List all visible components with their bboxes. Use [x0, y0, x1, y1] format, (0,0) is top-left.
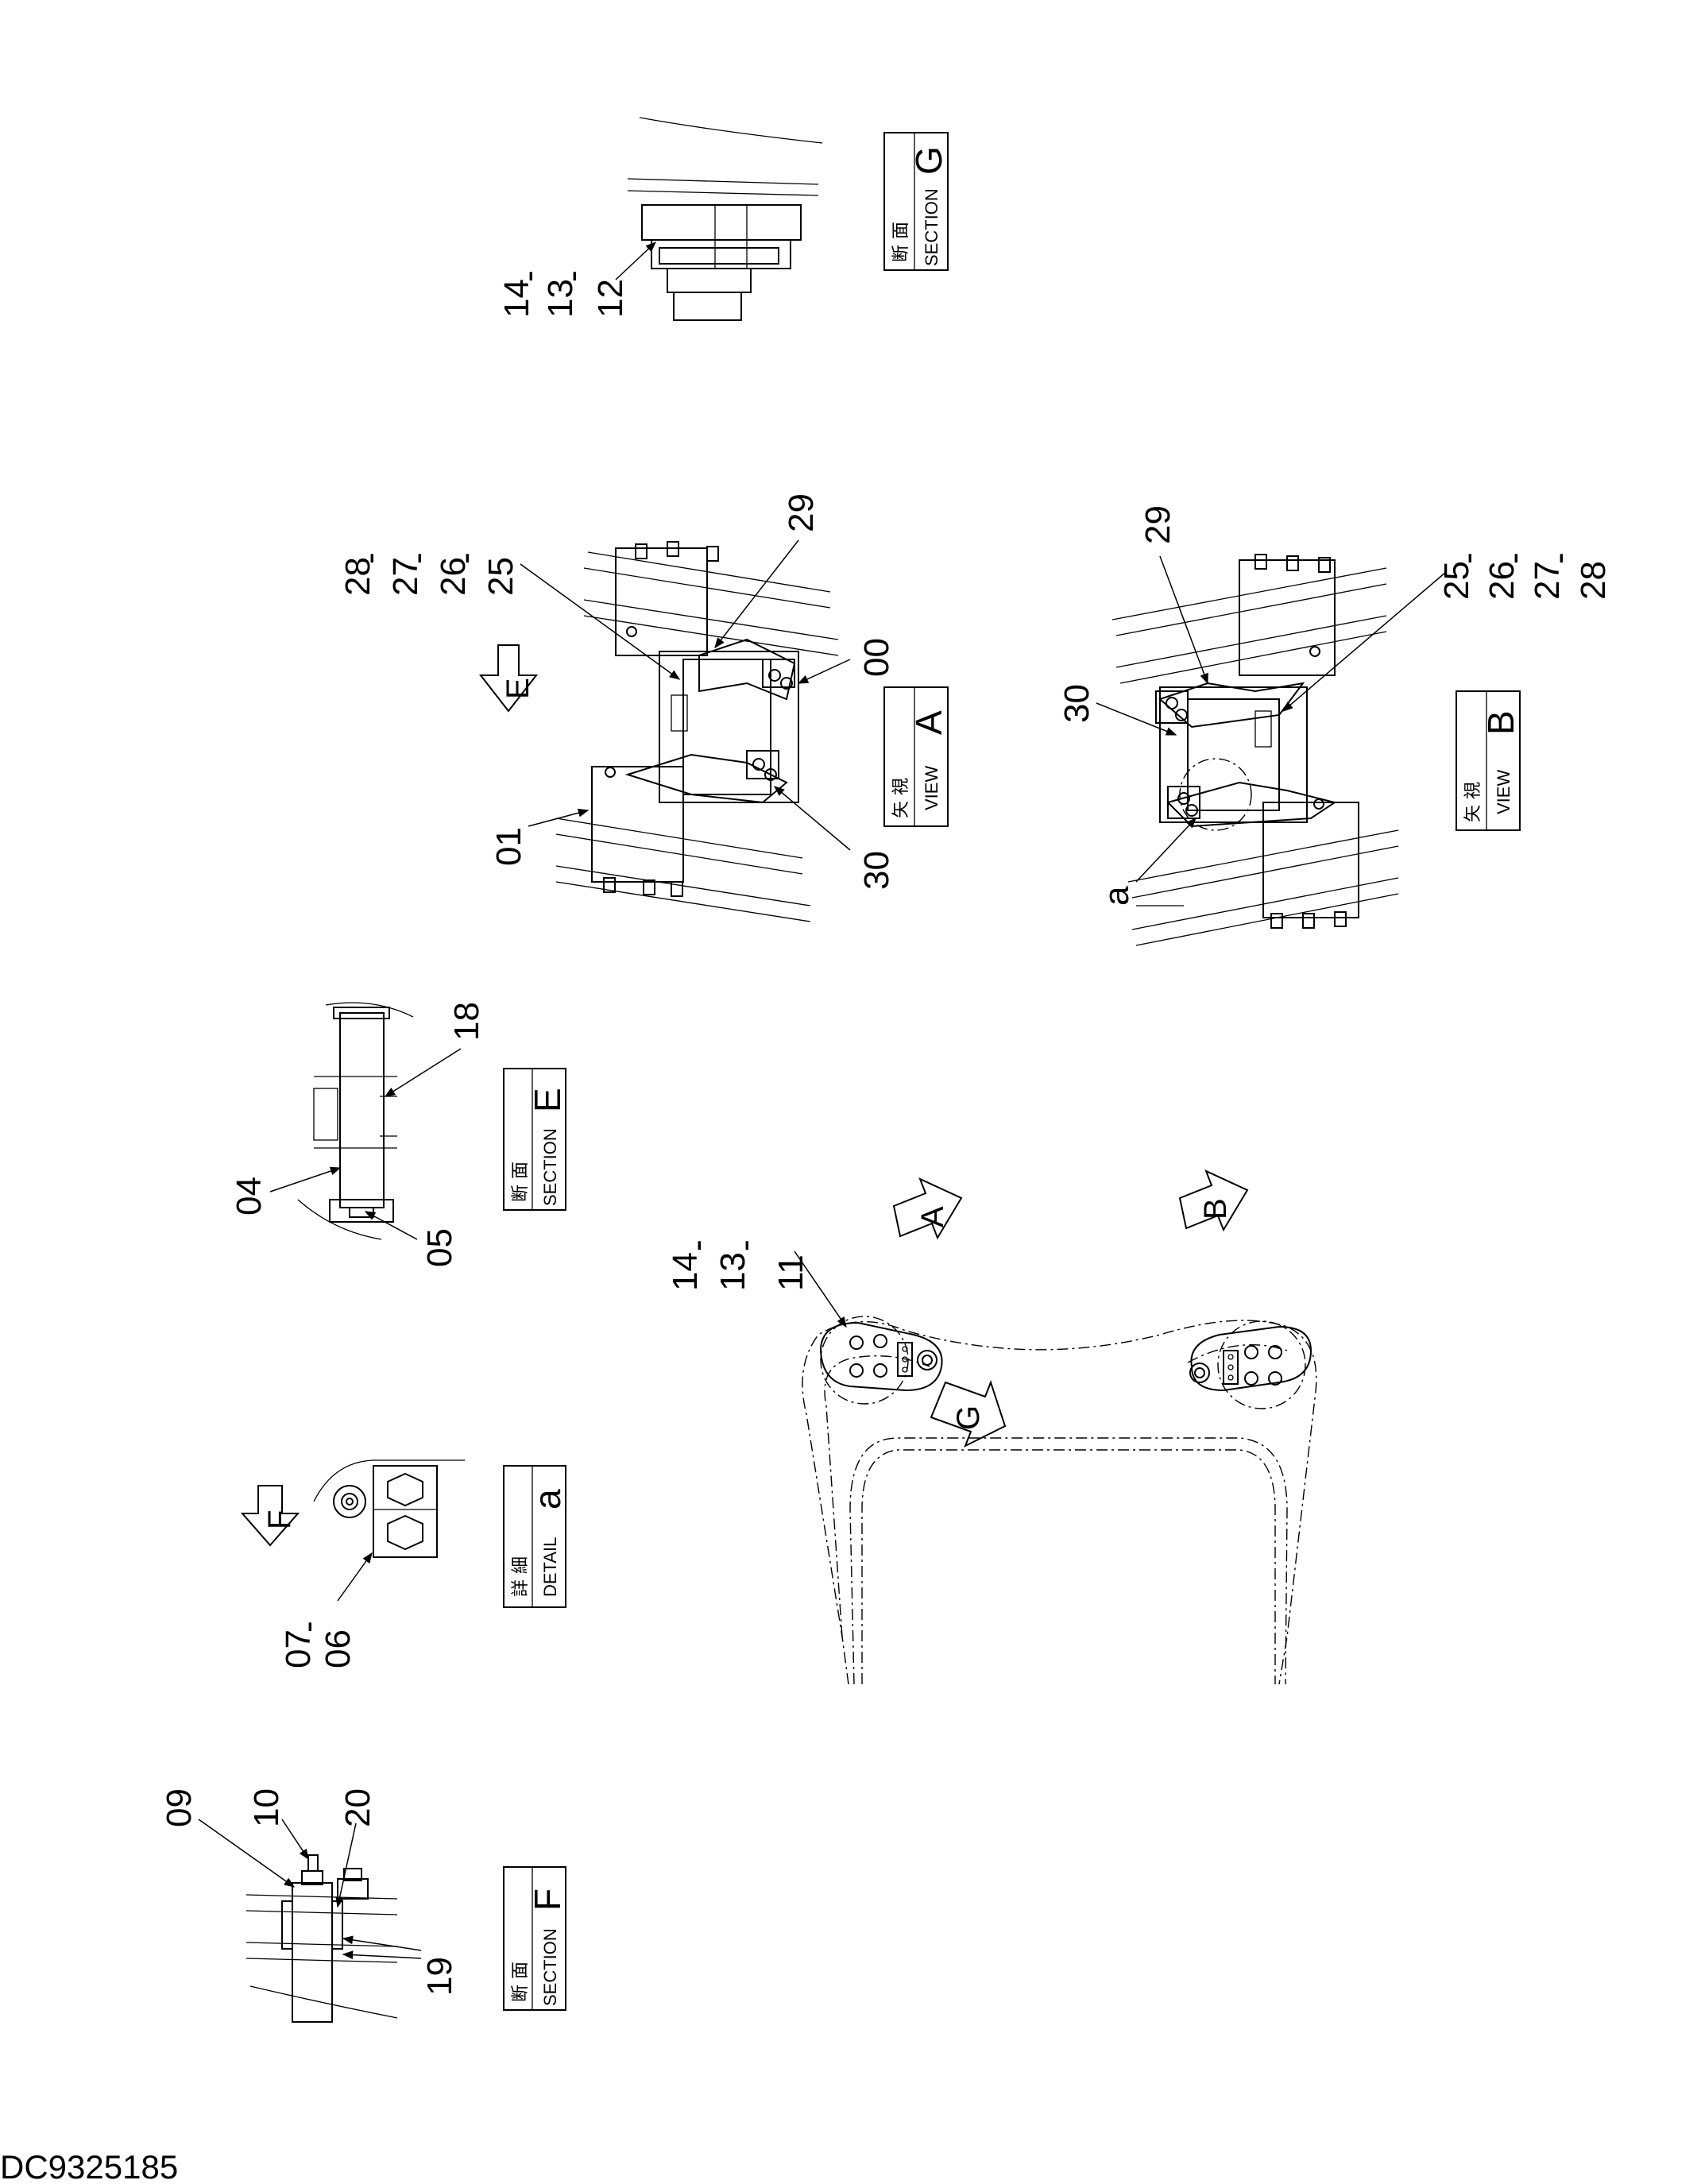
- arrow-e: E: [478, 644, 539, 713]
- part-label: 30: [1057, 684, 1096, 723]
- detail-a-drawing: [313, 1459, 465, 1558]
- part-label: 28: [1574, 561, 1613, 600]
- label-dash: -: [553, 270, 592, 282]
- part-label: 27: [1528, 561, 1567, 600]
- main-frame-drawing: [802, 1316, 1317, 1685]
- label-dash: -: [509, 270, 548, 282]
- view-b-tag: 矢 視 VIEW B: [1456, 690, 1521, 831]
- part-label: 11: [771, 1254, 810, 1291]
- view-arrow-letter: F: [262, 1510, 297, 1529]
- label-dash: -: [446, 552, 485, 564]
- part-label: 25: [1437, 561, 1476, 600]
- tag-en-text: SECTION: [540, 1128, 560, 1206]
- label-dash: -: [1540, 552, 1579, 564]
- view-a-drawing: [555, 541, 839, 922]
- part-label: 26: [1483, 561, 1521, 600]
- part-label: 12: [591, 279, 630, 318]
- arrow-g: G: [930, 1380, 1007, 1448]
- part-label: 30: [857, 851, 896, 890]
- part-label: 18: [447, 1002, 486, 1041]
- view-arrow-letter: B: [1198, 1198, 1233, 1220]
- part-label: 20: [338, 1788, 377, 1827]
- part-label: 04: [230, 1177, 269, 1216]
- view-b-labels: 29 25 - 26 - 27 - 28 30 a: [1057, 505, 1613, 906]
- section-f-labels: 09 10 20 19: [160, 1788, 459, 1996]
- part-label: 00: [857, 638, 896, 677]
- part-label: 01: [489, 827, 528, 866]
- part-label: 27: [386, 557, 425, 596]
- part-label: 13: [541, 279, 580, 318]
- tag-jp-text: 断 面: [891, 222, 911, 262]
- part-label: 14: [666, 1252, 705, 1291]
- section-e-drawing: [297, 1002, 414, 1240]
- tag-letter: F: [527, 1888, 568, 1911]
- part-label: 06: [319, 1629, 358, 1668]
- label-dash: -: [288, 1621, 327, 1633]
- tag-jp-text: 矢 視: [1463, 782, 1483, 822]
- label-dash: -: [1448, 552, 1487, 564]
- section-f-drawing: [245, 1854, 398, 2023]
- tag-jp-text: 断 面: [511, 1162, 531, 1202]
- tag-jp-text: 矢 視: [891, 778, 911, 818]
- part-label: 14: [497, 279, 536, 318]
- part-label: 29: [782, 493, 821, 532]
- label-dash: -: [1494, 552, 1533, 564]
- tag-jp-text: 断 面: [511, 1962, 531, 2002]
- section-e-tag: 断 面 SECTION E: [503, 1068, 568, 1211]
- tag-en-text: VIEW: [922, 766, 941, 810]
- part-label: 29: [1139, 505, 1177, 544]
- section-f-tag: 断 面 SECTION F: [503, 1866, 568, 2011]
- tag-letter: a: [527, 1489, 568, 1509]
- part-label: 26: [434, 557, 473, 596]
- part-label: 05: [420, 1228, 459, 1267]
- main-frame-labels: 14 - 13 - 11: [666, 1239, 847, 1328]
- detail-a-tag: 詳 細 DETAIL a: [503, 1465, 568, 1608]
- part-label: 13: [713, 1252, 752, 1291]
- tag-letter: E: [527, 1088, 568, 1112]
- arrow-b: B: [1178, 1169, 1249, 1232]
- label-dash: -: [725, 1239, 764, 1251]
- label-dash: -: [350, 552, 389, 564]
- arrow-a: A: [892, 1177, 963, 1240]
- part-label: 19: [420, 1957, 459, 1996]
- section-e-labels: 18 04 05: [230, 1002, 486, 1267]
- tag-letter: B: [1480, 710, 1521, 735]
- tag-letter: G: [908, 146, 949, 175]
- tag-en-text: VIEW: [1494, 770, 1514, 814]
- detail-a-labels: 07 - 06: [279, 1552, 373, 1668]
- view-a-tag: 矢 視 VIEW A: [883, 686, 949, 827]
- tag-en-text: SECTION: [922, 188, 941, 266]
- label-dash: -: [398, 552, 437, 564]
- view-b-drawing: [1111, 554, 1399, 946]
- tag-jp-text: 詳 細: [511, 1556, 531, 1597]
- part-label: 09: [160, 1788, 199, 1827]
- part-label: 28: [338, 557, 377, 596]
- tag-en-text: DETAIL: [540, 1537, 560, 1597]
- part-label: 10: [247, 1788, 286, 1827]
- tag-en-text: SECTION: [540, 1928, 560, 2006]
- view-arrow-letter: E: [501, 678, 535, 699]
- part-label: 07: [279, 1629, 318, 1668]
- section-g-labels: 14 - 13 - 12: [497, 242, 656, 318]
- part-label: a: [1097, 886, 1136, 906]
- section-g-tag: 断 面 SECTION G: [883, 132, 949, 271]
- arrow-f: F: [240, 1485, 300, 1547]
- label-dash: -: [678, 1239, 717, 1251]
- section-g-drawing: [627, 117, 823, 321]
- drawing-code: DC9325185: [0, 2148, 178, 2184]
- view-a-labels: 28 - 27 - 26 - 25 29 00 01 30: [338, 493, 896, 890]
- tag-letter: A: [908, 710, 949, 735]
- view-arrow-letter: A: [915, 1206, 950, 1227]
- part-label: 25: [481, 557, 520, 596]
- view-arrow-letter: G: [951, 1405, 986, 1430]
